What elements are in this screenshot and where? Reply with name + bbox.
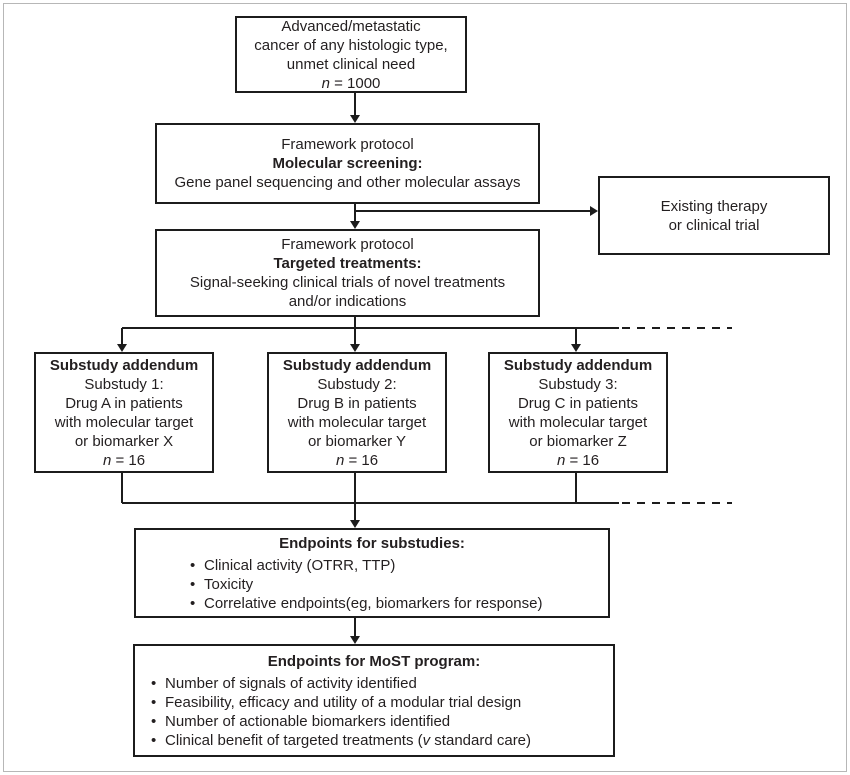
connector-substudy2-to-endpoints (354, 473, 356, 521)
bullet-text: Number of actionable biomarkers identifi… (165, 712, 451, 730)
n-value: = 16 (111, 451, 146, 469)
box-text-line: Gene panel sequencing and other molecula… (174, 174, 521, 191)
box-text-line-bold: Targeted treatments: (273, 255, 422, 272)
bullet-text-pre: Clinical benefit of targeted treatments … (165, 731, 423, 749)
bullet-icon: • (151, 731, 157, 749)
box-endpoints-most-program: Endpoints for MoST program: • Number of s… (133, 644, 615, 757)
box-text-line: Existing therapy (660, 197, 768, 215)
n-symbol: n (102, 451, 112, 469)
box-text-line: or biomarker Y (307, 432, 407, 450)
endpoints-title: Endpoints for MoST program: (267, 652, 481, 670)
figure-border (3, 3, 847, 772)
box-text-line: Substudy 1: (84, 375, 164, 393)
substudy-title: Substudy addendum (49, 356, 199, 374)
connector-branch-to-existing-therapy (355, 210, 590, 212)
arrowhead-down-icon (350, 520, 360, 528)
split-line-top-dashed-continuation (622, 327, 732, 329)
endpoints-title: Endpoints for substudies: (279, 534, 465, 552)
box-text-line: cancer of any histologic type, (254, 36, 448, 54)
box-text-line: unmet clinical need (286, 55, 416, 73)
box-substudy-1: Substudy addendum Substudy 1: Drug A in … (34, 352, 214, 473)
sample-size-line: n = 1000 (322, 74, 381, 93)
connector-substudy3-to-merge (575, 473, 577, 503)
box-text-line: Drug B in patients (297, 394, 417, 412)
box-text-line: Drug A in patients (65, 394, 183, 412)
box-text-line: Framework protocol (281, 136, 414, 153)
box-text-line: Signal-seeking clinical trials of novel … (189, 274, 506, 291)
bullet-text: Number of signals of activity identified (165, 674, 417, 692)
box-targeted-treatments: Framework protocol Targeted treatments: … (155, 229, 540, 317)
bullet-icon: • (151, 693, 157, 711)
bullet-text-post: standard care) (430, 731, 532, 749)
sample-size-line: n = 16 (557, 451, 599, 470)
arrowhead-down-icon (350, 115, 360, 123)
arrowhead-down-icon (117, 344, 127, 352)
sample-size-line: n = 16 (103, 451, 145, 470)
arrowhead-down-icon (350, 344, 360, 352)
box-text-line: with molecular target (287, 413, 427, 431)
substudy-title: Substudy addendum (503, 356, 653, 374)
box-molecular-screening: Framework protocol Molecular screening: … (155, 123, 540, 204)
connector-screening-to-targeted (354, 204, 356, 224)
box-substudy-3: Substudy addendum Substudy 3: Drug C in … (488, 352, 668, 473)
arrowhead-down-icon (350, 221, 360, 229)
bullet-item: • Clinical activity (OTRR, TTP) (190, 556, 543, 575)
box-text-line: Framework protocol (281, 236, 414, 253)
substudy-title: Substudy addendum (282, 356, 432, 374)
arrowhead-right-icon (590, 206, 598, 216)
connector-endpoints-to-most (354, 618, 356, 637)
merge-line-bottom (122, 502, 619, 504)
bullet-text: Feasibility, efficacy and utility of a m… (165, 693, 522, 711)
connector-targeted-to-substudy2 (354, 317, 356, 346)
n-symbol: n (321, 74, 330, 92)
box-text-line: or biomarker Z (529, 432, 627, 450)
n-symbol: n (335, 451, 345, 469)
endpoints-bullet-list: • Clinical activity (OTRR, TTP) • Toxicity… (190, 556, 543, 613)
bullet-item: • Feasibility, efficacy and utility of a … (151, 693, 531, 712)
n-symbol: n (556, 451, 566, 469)
box-existing-therapy: Existing therapy or clinical trial (598, 176, 830, 255)
bullet-icon: • (190, 594, 196, 612)
sample-size-line: n = 16 (336, 451, 378, 470)
box-text-line-bold: Molecular screening: (272, 155, 423, 172)
n-value: = 1000 (329, 74, 381, 92)
box-text-line: Substudy 2: (317, 375, 397, 393)
bullet-item: • Number of signals of activity identifie… (151, 674, 531, 693)
connector-substudy1-to-merge (121, 473, 123, 503)
bullet-icon: • (151, 712, 157, 730)
bullet-item: • Number of actionable biomarkers identif… (151, 712, 531, 731)
box-text-line: Advanced/metastatic (281, 17, 421, 35)
bullet-text: Clinical benefit of targeted treatments … (165, 731, 531, 750)
connector-to-substudy3 (575, 328, 577, 346)
box-substudy-2: Substudy addendum Substudy 2: Drug B in … (267, 352, 447, 473)
box-text-line: Substudy 3: (538, 375, 618, 393)
n-value: = 16 (344, 451, 379, 469)
endpoints-bullet-list: • Number of signals of activity identifie… (151, 674, 531, 750)
box-text-line: or clinical trial (668, 216, 760, 234)
arrowhead-down-icon (571, 344, 581, 352)
bullet-item: • Toxicity (190, 575, 543, 594)
box-text-line: or biomarker X (74, 432, 174, 450)
bullet-icon: • (151, 674, 157, 692)
versus-symbol: v (422, 731, 431, 749)
bullet-icon: • (190, 556, 196, 574)
box-patient-population: Advanced/metastatic cancer of any histol… (235, 16, 467, 93)
box-text-line: with molecular target (54, 413, 194, 431)
box-endpoints-substudies: Endpoints for substudies: • Clinical acti… (134, 528, 610, 618)
n-value: = 16 (565, 451, 600, 469)
merge-line-bottom-dashed-continuation (622, 502, 732, 504)
split-line-top (122, 327, 619, 329)
connector-patient-to-screening (354, 93, 356, 116)
bullet-text: Toxicity (204, 575, 254, 593)
box-text-line: with molecular target (508, 413, 648, 431)
box-text-line: Drug C in patients (517, 394, 639, 412)
bullet-item: • Correlative endpoints(eg, biomarkers fo… (190, 594, 543, 613)
bullet-text: Clinical activity (OTRR, TTP) (204, 556, 396, 574)
bullet-text: Correlative endpoints(eg, biomarkers for… (204, 594, 543, 612)
connector-to-substudy1 (121, 328, 123, 346)
bullet-item: • Clinical benefit of targeted treatments… (151, 731, 531, 750)
box-text-line: and/or indications (288, 293, 407, 310)
arrowhead-down-icon (350, 636, 360, 644)
bullet-icon: • (190, 575, 196, 593)
